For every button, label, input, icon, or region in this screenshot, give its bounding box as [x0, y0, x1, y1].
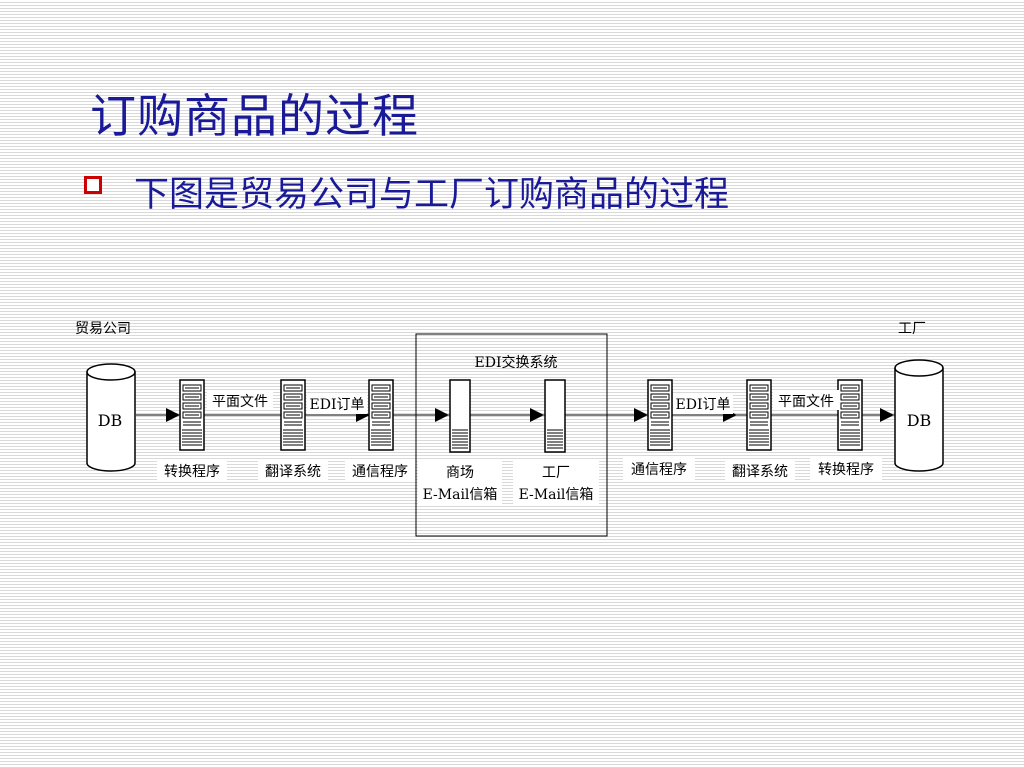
right-node-label: 通信程序	[631, 462, 687, 478]
mall-mailbox-label: 商场	[446, 465, 474, 481]
left-node-label: 翻译系统	[265, 464, 321, 480]
factory-mailbox-icon	[544, 379, 566, 453]
edi-exchange-title: EDI交换系统	[475, 354, 558, 371]
arrowhead	[634, 408, 648, 422]
edi-exchange-box	[415, 333, 608, 537]
right-db-cylinder-icon	[894, 359, 944, 472]
left-db-label: DB	[98, 411, 123, 430]
left-db-cylinder-icon	[86, 363, 136, 472]
slide-title: 订购商品的过程	[90, 89, 419, 143]
right-flat-file-label: 平面文件	[778, 394, 834, 410]
arrowhead	[435, 408, 449, 422]
left-party-label: 贸易公司	[75, 321, 131, 337]
left-comm-server-icon	[368, 379, 394, 451]
arrowhead	[166, 408, 180, 422]
factory-mailbox-label: E-Mail信箱	[519, 487, 594, 503]
arrowhead	[880, 408, 894, 422]
left-node-label: 通信程序	[352, 464, 408, 480]
left-edi-order-label: EDI订单	[310, 397, 365, 413]
mall-mailbox-icon	[449, 379, 471, 453]
right-converter-server-icon	[837, 379, 863, 451]
mall-mailbox-label: E-Mail信箱	[423, 487, 498, 503]
right-translator-server-icon	[746, 379, 772, 451]
right-node-label: 翻译系统	[732, 464, 788, 480]
left-converter-server-icon	[179, 379, 205, 451]
left-translator-server-icon	[280, 379, 306, 451]
right-node-label: 转换程序	[818, 461, 874, 478]
bullet-text: 下图是贸易公司与工厂订购商品的过程	[134, 175, 730, 215]
factory-mailbox-label: 工厂	[542, 465, 570, 481]
left-node-label: 转换程序	[164, 463, 220, 480]
right-db-label: DB	[907, 411, 932, 430]
right-edi-order-label: EDI订单	[676, 397, 731, 413]
square-bullet-icon	[84, 176, 102, 194]
right-party-label: 工厂	[898, 321, 926, 337]
left-flat-file-label: 平面文件	[212, 394, 268, 410]
arrowhead	[530, 408, 544, 422]
right-comm-server-icon	[647, 379, 673, 451]
